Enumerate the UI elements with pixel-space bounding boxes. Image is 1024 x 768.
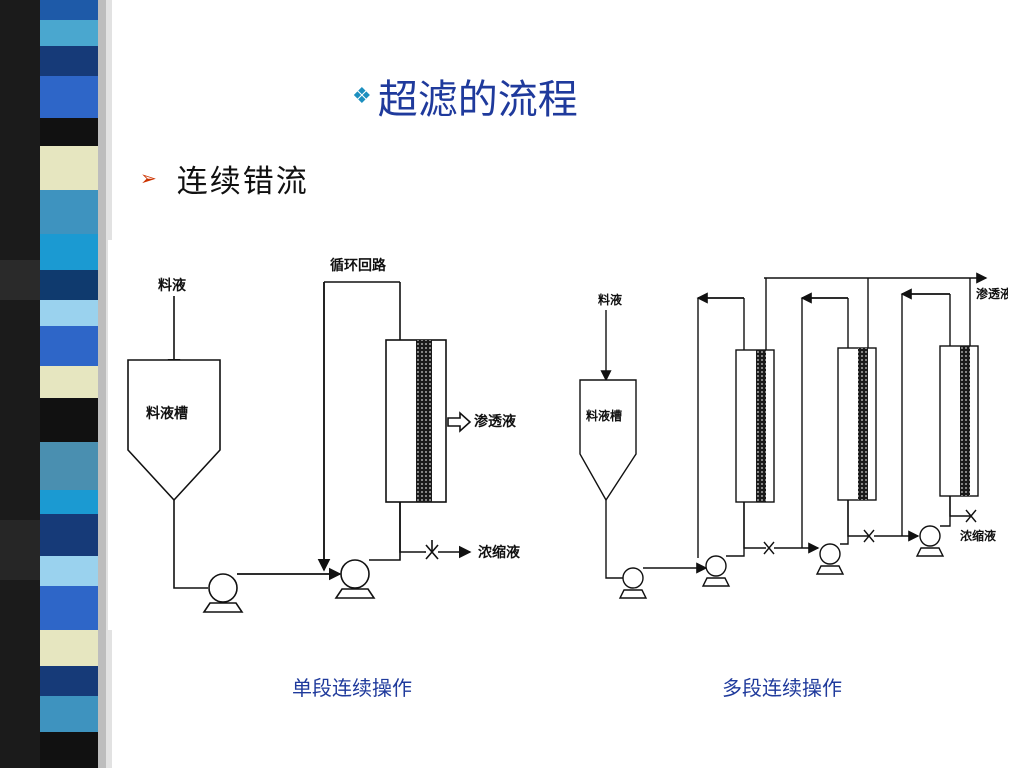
- single-permeate-label: 渗透液: [474, 413, 517, 430]
- caption-single-stage: 单段连续操作: [292, 676, 412, 700]
- single-stage-diagram: 料液 料液槽 循环回路 渗透液 浓缩液: [127, 257, 521, 613]
- bullet-point-text: 连续错流: [176, 163, 309, 200]
- single-pump-2: [340, 559, 370, 589]
- slide-title: 超滤的流程: [377, 77, 578, 123]
- multi-tank-label: 料液槽: [586, 408, 622, 423]
- arrow-bullet-icon: ➢: [140, 166, 157, 190]
- multi-stage-diagram: 料液 料液槽 渗透液: [579, 272, 1008, 599]
- multi-permeate-label: 渗透液: [976, 286, 1008, 301]
- single-feed-tank: [127, 359, 221, 502]
- decorative-stripe-band: [0, 0, 120, 768]
- multi-feed-tank: [579, 379, 637, 502]
- multi-feed-label: 料液: [598, 292, 622, 307]
- single-tank-label: 料液槽: [146, 405, 188, 422]
- diamond-bullet-icon: ❖: [352, 83, 372, 109]
- single-feed-label: 料液: [158, 277, 187, 294]
- single-loop-label: 循环回路: [330, 257, 387, 274]
- ultrafiltration-flow-diagram: 料液 料液槽 循环回路 渗透液 浓缩液 料液: [108, 240, 1008, 630]
- bullet-point-row: ➢ 连续错流: [140, 155, 309, 201]
- single-pump-1: [208, 573, 238, 603]
- slide-title-row: ❖ 超滤的流程: [352, 68, 578, 124]
- single-concentrate-label: 浓缩液: [478, 544, 521, 561]
- caption-multi-stage: 多段连续操作: [722, 676, 842, 700]
- multi-concentrate-label: 浓缩液: [960, 528, 996, 543]
